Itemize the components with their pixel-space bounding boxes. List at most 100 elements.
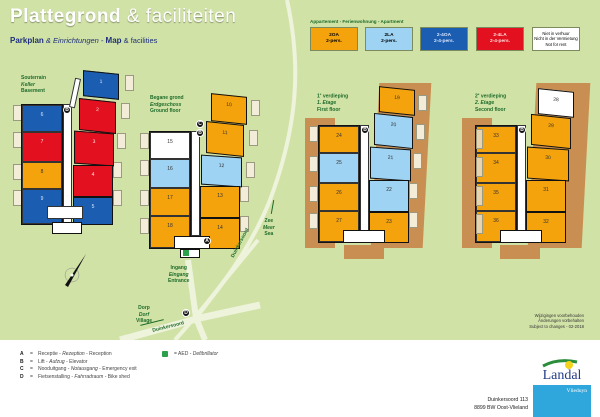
apartment-15[interactable]: 15 <box>150 132 190 159</box>
apartment-19[interactable]: 19 <box>379 86 415 116</box>
floor-num: 1 <box>317 93 320 100</box>
landal-logo-icon <box>542 359 578 369</box>
emergency-exit-badge[interactable]: C <box>196 120 204 128</box>
key-en: Bike shed <box>107 373 130 380</box>
terrace <box>251 100 260 116</box>
apartment-20[interactable]: 20 <box>374 112 413 150</box>
apartment-16[interactable]: 16 <box>150 159 190 188</box>
apartment-11[interactable]: 11 <box>206 121 244 157</box>
apartment-31[interactable]: 31 <box>526 180 566 212</box>
key-nl: Fietsenstalling <box>38 373 70 380</box>
entrance-en: Entrance <box>168 278 190 284</box>
sea-en: Sea <box>264 231 274 237</box>
room-number: 12 <box>218 162 225 170</box>
sea-de: Meer <box>263 224 275 231</box>
bike-shed-badge[interactable]: D <box>182 309 190 317</box>
badge-letter: A <box>205 238 209 244</box>
terrace <box>309 213 318 229</box>
terrace <box>416 124 425 140</box>
apartment-3[interactable]: 3 <box>74 130 114 167</box>
lift-badge[interactable]: B <box>518 126 526 134</box>
room-number: 33 <box>493 133 499 139</box>
apartment-8[interactable]: 8 <box>22 162 62 189</box>
village-label: Dorp Dorf Village <box>136 305 152 325</box>
terrace <box>140 133 149 149</box>
apartment-24[interactable]: 24 <box>319 126 359 153</box>
apartment-29[interactable]: 29 <box>531 113 571 150</box>
apartment-4[interactable]: 4 <box>73 165 113 197</box>
floor-nl: verdieping <box>322 93 349 100</box>
stairwell-first <box>343 230 385 243</box>
village-de: Dorf <box>138 311 150 318</box>
apartment-17[interactable]: 17 <box>150 188 190 216</box>
room-number: 36 <box>493 218 499 224</box>
key-nl: Nooduitgang <box>38 366 67 372</box>
aed-label-italic: Defibrillator <box>192 351 219 357</box>
floor-en: Ground floor <box>150 108 181 114</box>
badge-letter: B <box>520 127 524 133</box>
logo-brand: Landal <box>542 368 582 383</box>
room-number: 22 <box>386 187 392 193</box>
entrance-label: Ingang Eingang Entrance <box>168 265 189 285</box>
disclaimer-de: Änderungen vorbehalten <box>538 318 584 324</box>
floor-label-ground: Begane grond Erdgeschoss Ground floor <box>150 95 184 115</box>
apartment-22[interactable]: 22 <box>369 180 409 212</box>
room-number: 16 <box>167 166 173 172</box>
floor-label-second: 2e verdieping 2. Etage Second floor <box>475 92 507 113</box>
key-de: Aufzug <box>49 358 65 365</box>
floor-en: First floor <box>317 106 341 113</box>
room-number: 10 <box>226 101 232 109</box>
terrace <box>113 190 122 206</box>
room-number: 15 <box>167 139 173 145</box>
reception-badge[interactable]: A <box>203 237 211 245</box>
inset-balcony <box>476 214 483 234</box>
floor-en: Second floor <box>475 106 506 113</box>
key-en: Reception <box>89 351 112 357</box>
apartment-1[interactable]: 1 <box>83 70 119 100</box>
lift-badge[interactable]: B <box>361 126 369 134</box>
apartment-30[interactable]: 30 <box>527 146 569 182</box>
lift-badge[interactable]: B <box>196 129 204 137</box>
terrace <box>125 75 134 91</box>
floor-de: Erdgeschoss <box>150 101 182 108</box>
terrace <box>240 186 249 202</box>
room-number: 26 <box>336 190 342 196</box>
corridor-first <box>360 125 369 243</box>
room-number: 6 <box>40 112 44 118</box>
apartment-2[interactable]: 2 <box>79 98 116 134</box>
key-letter: B <box>20 358 24 365</box>
legend-2-4oa: 2-4OA 2-4-pers. <box>420 27 468 51</box>
apartment-13[interactable]: 13 <box>200 186 240 218</box>
page-title: Plattegrond & faciliteiten <box>10 6 236 28</box>
legend-2-4la: 2-4LA 2-4-pers. <box>476 27 524 51</box>
apartment-7[interactable]: 7 <box>22 132 62 162</box>
terrace <box>413 153 422 169</box>
terrace <box>140 160 149 176</box>
terrace <box>309 186 318 202</box>
apartment-28[interactable]: 28 <box>538 88 574 118</box>
subtitle-parkplan: Parkplan <box>10 36 44 45</box>
key-letter: C <box>20 366 24 372</box>
village-nl: Dorp <box>138 305 150 311</box>
apartment-10[interactable]: 10 <box>211 93 247 125</box>
apartment-12[interactable]: 12 <box>201 154 242 188</box>
building-basement-left: 6 7 8 9 <box>21 104 63 225</box>
apartment-26[interactable]: 26 <box>319 183 359 211</box>
apartment-21[interactable]: 21 <box>370 146 411 182</box>
terrace <box>246 162 255 178</box>
lift-badge[interactable]: B <box>63 106 71 114</box>
room-number: 31 <box>543 187 549 193</box>
floor-nl: verdieping <box>480 93 507 100</box>
disclaimer-nl: Wijzigingen voorbehouden <box>534 313 584 318</box>
entrance-porch <box>180 249 200 258</box>
key-item-lift: B=Lift - Aufzug - Elevator <box>20 358 88 365</box>
room-number: 5 <box>91 204 95 210</box>
disclaimer-en: Subject to changes - 02-2018 <box>529 323 584 329</box>
sea-label: Zee Meer Sea <box>263 218 275 238</box>
badge-letter: C <box>198 121 202 127</box>
apartment-25[interactable]: 25 <box>319 153 359 183</box>
apartment-6[interactable]: 6 <box>22 105 62 132</box>
key-en: Emergency exit <box>102 366 137 372</box>
logo-park-banner: Vlieduyn <box>533 385 591 417</box>
terrace <box>409 183 418 199</box>
